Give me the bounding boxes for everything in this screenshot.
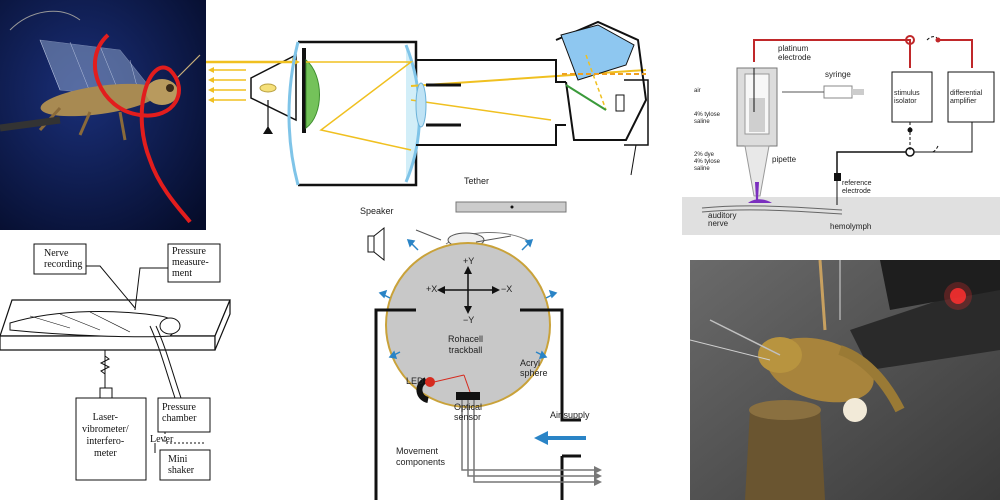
nerve-recording-label: Nerve recording xyxy=(44,248,83,270)
auditory-nerve-label: auditory nerve xyxy=(708,211,737,228)
platinum-electrode-label: platinum electrode xyxy=(778,44,811,62)
led-label: LED xyxy=(406,376,424,386)
locust-photo-illustration xyxy=(0,0,206,230)
stimulus-isolator-label: stimulus isolator xyxy=(894,90,920,105)
minus-y-label: −Y xyxy=(463,315,475,325)
trackball-diagram xyxy=(367,201,602,500)
pipette-label: pipette xyxy=(772,155,797,164)
reference-electrode-label: reference electrode xyxy=(842,180,872,195)
speaker-label: Speaker xyxy=(360,206,394,216)
optics-diagram xyxy=(206,20,649,187)
rohacell-trackball-label: Rohacell trackball xyxy=(448,334,484,355)
optics-diagram-panel xyxy=(206,0,666,205)
differential-amplifier-label: differential amplifier xyxy=(950,90,983,105)
lever-label: Lever xyxy=(150,434,174,445)
mini-shaker-label: Mini shaker xyxy=(168,454,195,476)
locust-photo-panel xyxy=(0,0,206,230)
dye-saline-label: 2% dye 4% tylose saline xyxy=(694,152,721,172)
acryl-sphere-label: Acryl sphere xyxy=(520,358,548,378)
air-supply-label: Air supply xyxy=(550,410,590,420)
movement-components-label: Movement components xyxy=(396,446,446,467)
preparation-photo-panel xyxy=(690,260,1000,500)
laser-vibrometer-panel: Nerve recording Pressure measure- ment L… xyxy=(0,238,246,500)
air-label: air xyxy=(694,88,701,94)
tether-label: Tether xyxy=(464,176,490,186)
tylose-saline-label: 4% tylose saline xyxy=(694,112,721,125)
hemolymph-label: hemolymph xyxy=(830,222,872,231)
electrophysiology-panel: platinum electrode syringe air 4% tylose… xyxy=(682,0,1000,235)
pressure-measurement-label: Pressure measure- ment xyxy=(172,246,209,279)
pressure-chamber-label: Pressure chamber xyxy=(162,402,197,424)
preparation-photo-illustration xyxy=(690,260,1000,500)
laser-vibrometer-diagram xyxy=(0,243,231,481)
plus-x-label: +X xyxy=(426,284,438,294)
plus-y-label: +Y xyxy=(463,256,475,266)
optical-sensor-label: Optical sensor xyxy=(454,402,483,422)
trackball-panel: Tether Speaker +Y −Y +X −X Rohacell trac… xyxy=(356,170,616,500)
syringe-label: syringe xyxy=(825,70,851,79)
electrophysiology-diagram xyxy=(682,35,1000,235)
laser-vibrometer-label: Laser- vibrometer/ interfero- meter xyxy=(82,412,129,459)
minus-x-label: −X xyxy=(501,284,513,294)
